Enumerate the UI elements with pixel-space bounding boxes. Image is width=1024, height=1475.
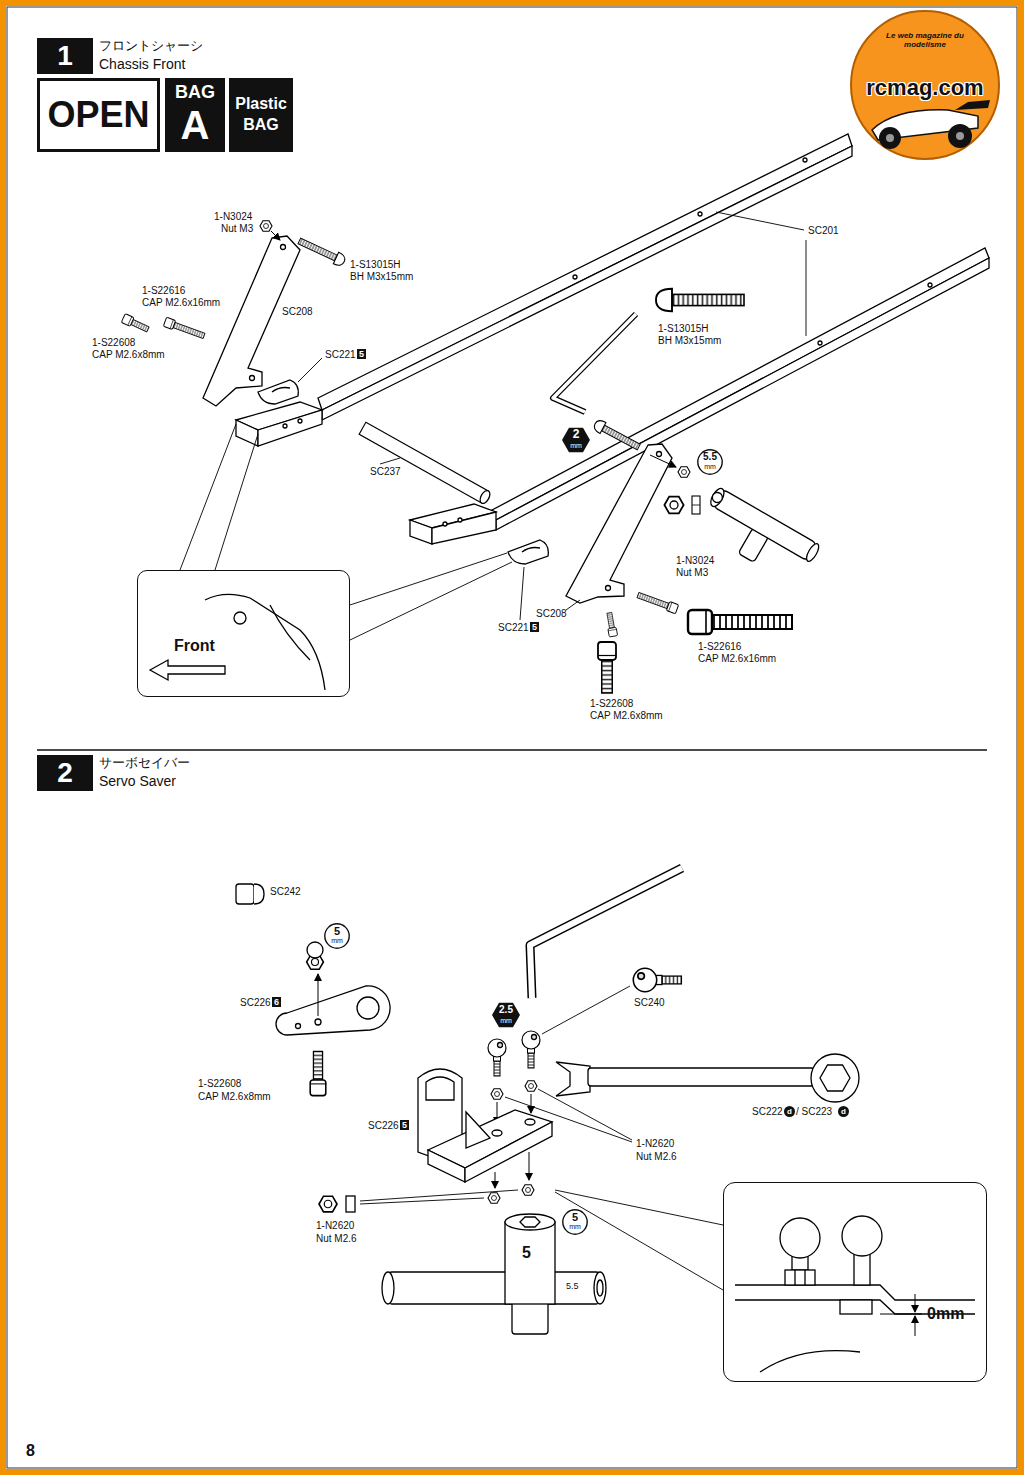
part-badge: 5 [400, 1120, 409, 1130]
bag-box: BAGA [165, 78, 225, 152]
page-frame [3, 3, 1021, 1472]
tool-size-badge: 2mm [562, 426, 590, 454]
part-label: / SC223 [796, 1106, 832, 1118]
step-header: 2 サーボセイバー Servo Saver [37, 755, 287, 793]
chassis-front [203, 134, 989, 603]
part-badge: 6 [272, 997, 281, 1007]
part-label: Nut M3 [676, 567, 708, 579]
part-label: CAP M2.6x8mm [198, 1091, 271, 1103]
leader-lines-step1 [180, 212, 806, 640]
node-text: フロントシャーシ [99, 39, 203, 54]
part-label: 1-N2620 [636, 1138, 674, 1150]
part-label: 1-S13015H [658, 323, 709, 335]
node-title: 1 [37, 38, 93, 74]
part-label: SC221 [498, 622, 529, 634]
node-text: mm [562, 1223, 588, 1231]
part-label: SC208 [536, 608, 567, 620]
part-label: 1-S13015H [350, 259, 401, 271]
inset-sketch-front [150, 594, 325, 690]
tool-size-badge: 2.5mm [492, 1001, 520, 1029]
node-title: Front [174, 637, 215, 655]
part-label: BH M3x15mm [350, 271, 413, 283]
tool-size-badge: 5mm [324, 923, 350, 949]
part-label: BH M3x15mm [658, 335, 721, 347]
node-title: 2 [562, 428, 590, 442]
node-text: mm [324, 937, 350, 945]
node-title: OPEN [40, 94, 157, 135]
step-header: 1 フロントシャーシ Chassis Front [37, 38, 287, 76]
part-label: SC226 [368, 1120, 399, 1132]
node-text: Servo Saver [99, 773, 176, 789]
part-badge: 5 [357, 349, 366, 359]
node-title: 0mm [927, 1305, 964, 1323]
part-label: 1-S22608 [198, 1078, 241, 1090]
tool-marking: 8 [26, 1442, 35, 1460]
part-label: 1-S22608 [590, 698, 633, 710]
tool-size-badge: 5mm [562, 1209, 588, 1235]
part-label: 1-S22608 [92, 337, 135, 349]
servo-saver [236, 868, 859, 1334]
node-text: rcmag.com [851, 75, 999, 100]
node-title: Plastic BAG [231, 94, 291, 136]
node-title: 5 [562, 1211, 588, 1224]
part-label: SC222 [752, 1106, 783, 1118]
part-label: 1-N3024 [676, 555, 714, 567]
part-badge: d [838, 1106, 849, 1117]
part-label: SC221 [325, 349, 356, 361]
part-label: Nut M2.6 [316, 1233, 357, 1245]
node-text: mm [492, 1017, 520, 1025]
bag-type-box: Plastic BAG [229, 78, 293, 152]
part-label: CAP M2.6x16mm [142, 297, 220, 309]
logo-badge: Le web magazine du modelisme rcmag.com [851, 11, 999, 159]
node-title: BAG [165, 82, 225, 103]
part-label: Nut M3 [221, 223, 253, 235]
part-label: 1-N3024 [214, 211, 252, 223]
part-label: CAP M2.6x8mm [590, 710, 663, 722]
tool-marking: 5 [522, 1244, 531, 1262]
part-label: 1-N2620 [316, 1220, 354, 1232]
step-divider [37, 749, 987, 751]
inset-sketch-height [735, 1216, 975, 1372]
tools-step1 [553, 314, 821, 587]
node-title: 5.5 [697, 451, 723, 463]
detail-inset: 0mm [723, 1182, 987, 1382]
part-label: CAP M2.6x8mm [92, 349, 165, 361]
logo-art [851, 11, 999, 159]
leader-lines-step2 [555, 1190, 723, 1290]
part-label: 1-S22616 [142, 285, 185, 297]
part-badge: d [784, 1106, 795, 1117]
part-label: SC201 [808, 225, 839, 237]
part-label: 1-S22616 [698, 641, 741, 653]
node-text: mm [697, 463, 723, 471]
tool-marking: 5.5 [566, 1281, 579, 1291]
node-title: Le web magazine du modelisme [870, 31, 980, 49]
node-text: A [165, 102, 225, 148]
part-label: Nut M2.6 [636, 1151, 677, 1163]
node-title: 2.5 [492, 1004, 520, 1016]
part-label: SC240 [634, 997, 665, 1009]
part-label: SC237 [370, 466, 401, 478]
screws-step1 [121, 221, 792, 693]
node-text: Chassis Front [99, 56, 185, 72]
tool-size-badge: 5.5mm [697, 449, 723, 475]
part-badge: 5 [530, 622, 539, 632]
node-title: 2 [37, 755, 93, 791]
part-label: SC208 [282, 306, 313, 318]
node-title: 5 [324, 925, 350, 938]
part-label: SC226 [240, 997, 271, 1009]
part-label: SC242 [270, 886, 301, 898]
node-text: サーボセイバー [99, 756, 190, 771]
open-box: OPEN [37, 78, 160, 152]
detail-inset: Front [137, 570, 350, 697]
node-text: mm [562, 442, 590, 450]
part-label: CAP M2.6x16mm [698, 653, 776, 665]
